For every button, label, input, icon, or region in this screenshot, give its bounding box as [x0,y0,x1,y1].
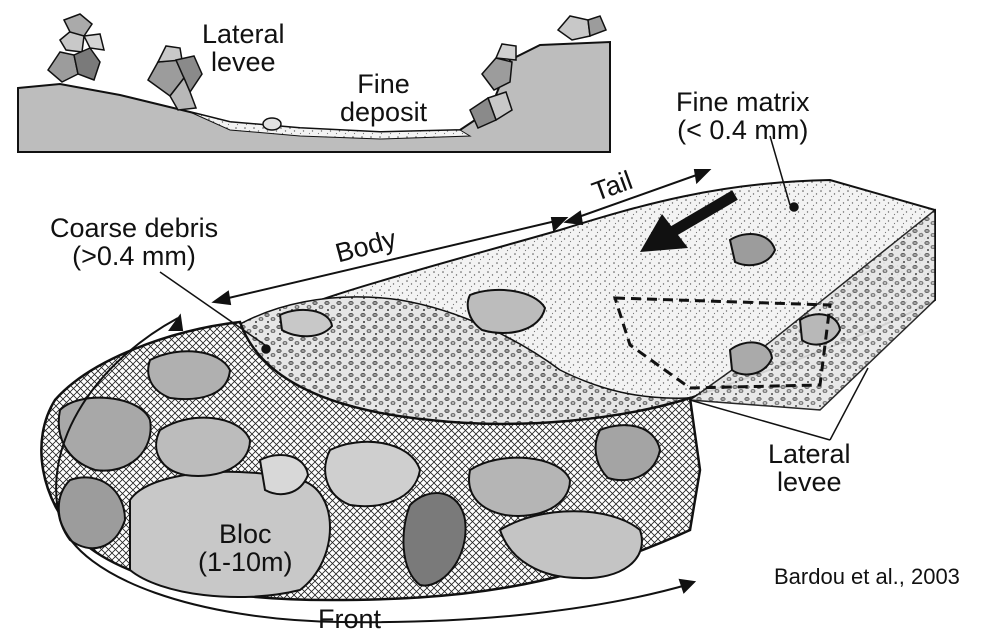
inset-fine-deposit-label: Fine deposit [340,70,427,126]
lateral-levee-label: Lateral levee [768,440,851,496]
inset-lateral-levee-label: Lateral levee [202,20,285,76]
citation-credit: Bardou et al., 2003 [774,564,960,590]
front-label: Front [318,605,381,633]
inset-cross-section [18,14,610,152]
coarse-debris-label: Coarse debris (>0.4 mm) [50,214,218,270]
bloc-label: Bloc (1-10m) [198,520,293,576]
fine-matrix-label: Fine matrix (< 0.4 mm) [676,88,810,144]
